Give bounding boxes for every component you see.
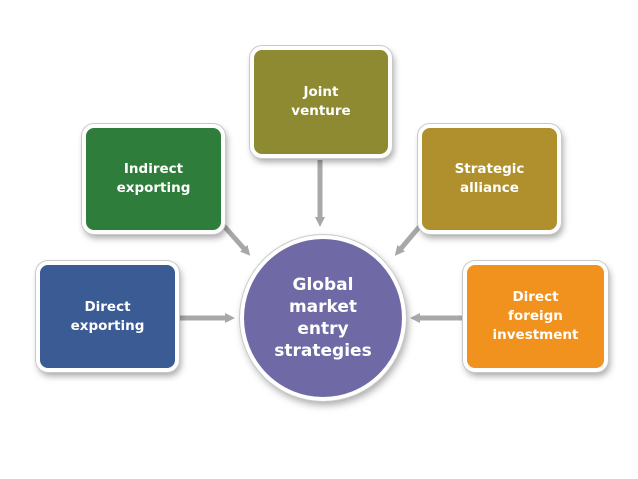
direct-foreign-investment-label: Direct foreign investment (492, 289, 579, 343)
direct-exporting-label: Direct exporting (70, 298, 145, 334)
strategic-alliance-box: Strategic alliance (418, 124, 561, 234)
indirect-exporting-box: Indirect exporting (82, 124, 225, 234)
direct-foreign-investment-box: Direct foreign investment (463, 261, 608, 372)
strategic-alliance-label: Strategic alliance (454, 161, 525, 196)
joint-venture-box: Joint venture (250, 46, 392, 158)
hub-label: Global market entry strategies (274, 275, 372, 361)
direct-exporting-box: Direct exporting (36, 261, 179, 372)
global-market-entry-hub: Global market entry strategies (240, 235, 406, 401)
indirect-exporting-label: Indirect exporting (116, 161, 191, 196)
joint-venture-label: Joint venture (291, 84, 351, 119)
arrow-strategic-alliance (394, 224, 422, 256)
arrow-indirect-exporting (222, 224, 251, 256)
